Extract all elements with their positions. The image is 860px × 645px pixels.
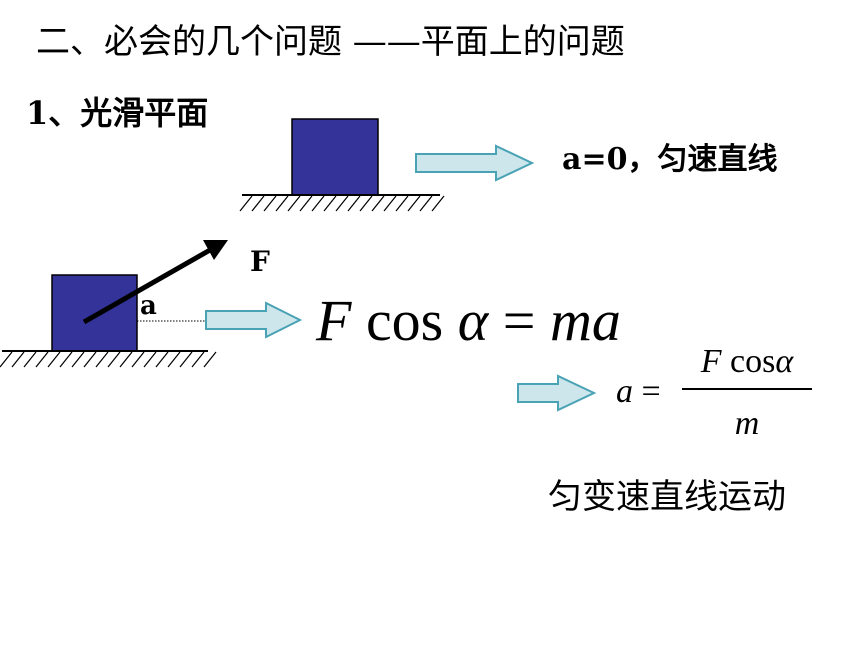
block-1 [291,118,379,196]
section-heading: 1、光滑平面 [26,94,209,132]
block-arrow-3 [517,374,597,412]
force-arrow [82,247,212,325]
ground-2-hatch [0,351,217,368]
angle-label: a [140,291,157,321]
result-uniform-acceleration: 匀变速直线运动 [548,477,786,517]
force-arrowhead [203,240,228,260]
block-arrow-2 [205,301,303,339]
ground-1-hatch [239,195,445,212]
block-2 [51,274,138,352]
block-arrow-1 [415,144,535,182]
fraction-bar [682,388,812,390]
equation-newton: F cos α = ma [316,288,621,353]
slide-title: 二、必会的几个问题 ——平面上的问题 [36,22,625,62]
result-uniform-motion: a=0，匀速直线 [562,142,778,177]
force-label: F [250,245,270,278]
